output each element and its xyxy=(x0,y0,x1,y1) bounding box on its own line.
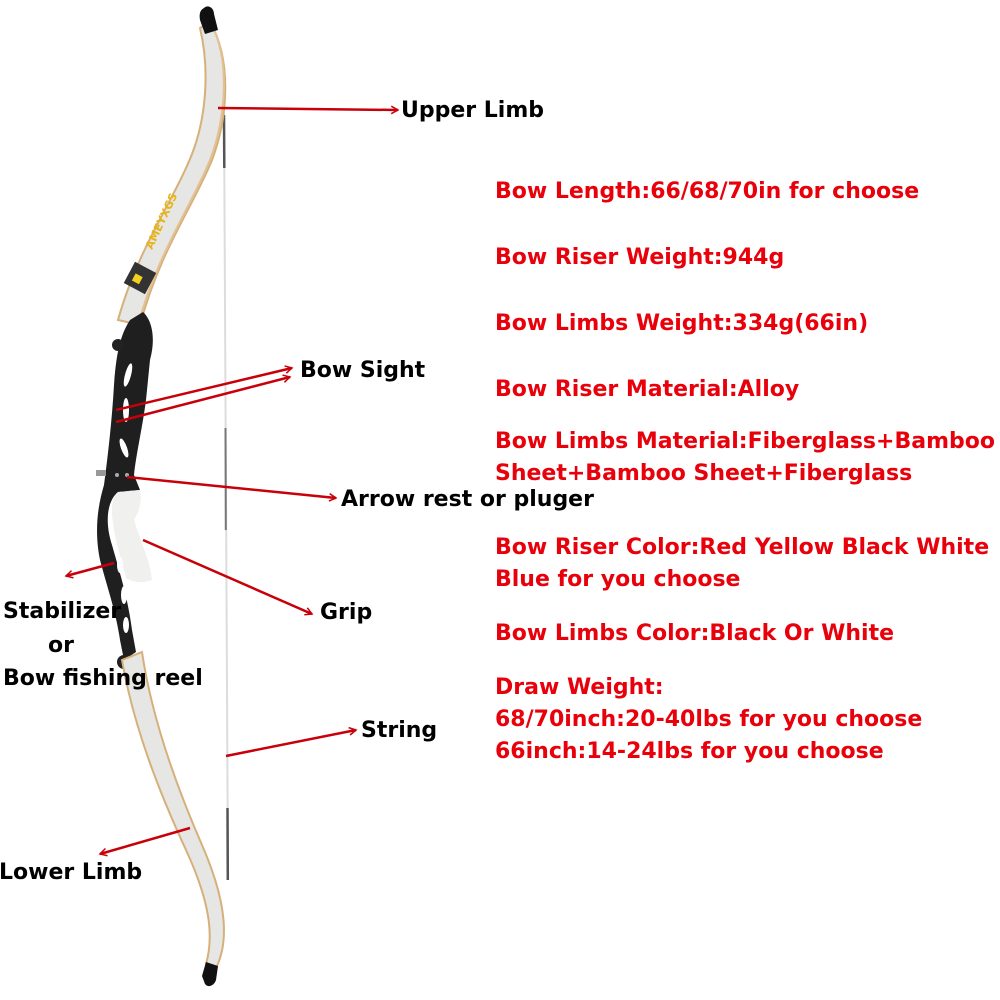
spec-limbs-color: Bow Limbs Color:Black Or White xyxy=(495,621,895,646)
spec-limbs-material-line2: Sheet+Bamboo Sheet+Fiberglass xyxy=(495,461,913,486)
spec-riser-weight: Bow Riser Weight:944g xyxy=(495,245,785,270)
arrow-bow-sight-2 xyxy=(115,377,290,424)
label-upper-limb: Upper Limb xyxy=(401,98,545,123)
label-arrow-rest: Arrow rest or pluger xyxy=(341,487,594,512)
spec-bow-length: Bow Length:66/68/70in for choose xyxy=(495,179,920,204)
lower-limb xyxy=(120,650,225,987)
arrow-string xyxy=(225,730,356,758)
callout-arrows xyxy=(66,108,398,854)
label-lower-limb: Lower Limb xyxy=(0,860,143,885)
arrow-upper-limb xyxy=(217,108,398,110)
label-stabilizer: Stabilizer xyxy=(3,599,122,624)
arrow-bow-sight-1 xyxy=(115,368,292,412)
spec-limbs-material: Bow Limbs Material:Fiberglass+Bamboo She… xyxy=(495,426,995,490)
spec-riser-color-line1: Bow Riser Color:Red Yellow Black White xyxy=(495,535,990,560)
label-stabilizer-or: or xyxy=(48,633,74,658)
spec-riser-color: Bow Riser Color:Red Yellow Black White B… xyxy=(495,532,989,596)
spec-limbs-material-line1: Bow Limbs Material:Fiberglass+Bamboo xyxy=(495,429,995,454)
spec-riser-color-line2: Blue for you choose xyxy=(495,567,741,592)
upper-limb: AMEYXGS xyxy=(116,6,227,327)
spec-draw-weight-title: Draw Weight: xyxy=(495,675,664,700)
arrow-arrow-rest xyxy=(126,475,336,498)
label-bow-sight: Bow Sight xyxy=(300,358,426,383)
label-string: String xyxy=(361,718,438,743)
label-bow-fishing-reel: Bow fishing reel xyxy=(3,666,203,691)
spec-riser-material: Bow Riser Material:Alloy xyxy=(495,377,800,402)
riser xyxy=(96,312,153,669)
bow-string xyxy=(222,111,230,881)
spec-draw-weight: Draw Weight: 68/70inch:20-40lbs for you … xyxy=(495,672,922,768)
spec-limbs-weight: Bow Limbs Weight:334g(66in) xyxy=(495,311,869,336)
label-grip: Grip xyxy=(320,600,373,625)
arrow-lower-limb xyxy=(100,826,191,854)
spec-draw-weight-68-70: 68/70inch:20-40lbs for you choose xyxy=(495,707,923,732)
arrow-grip xyxy=(142,538,312,614)
spec-draw-weight-66: 66inch:14-24lbs for you choose xyxy=(495,739,884,764)
arrow-stabilizer xyxy=(66,561,115,576)
